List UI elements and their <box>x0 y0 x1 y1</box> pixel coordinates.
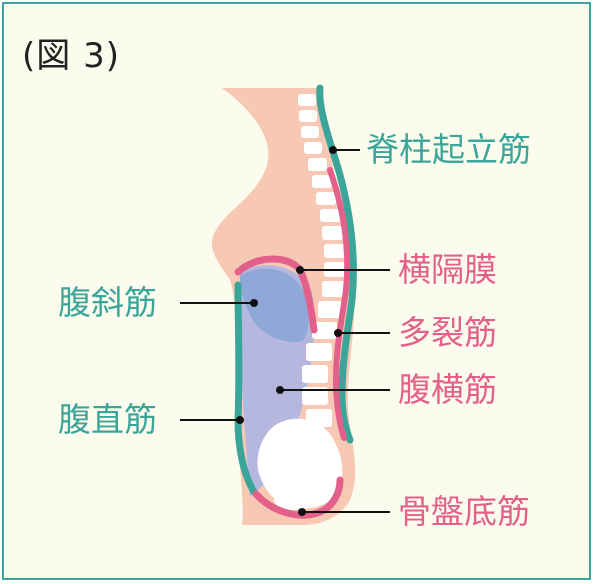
label-transversus: 腹横筋 <box>398 373 497 406</box>
label-oblique: 腹斜筋 <box>58 286 157 319</box>
label-erector-spinae: 脊柱起立筋 <box>366 133 531 166</box>
label-multifidus: 多裂筋 <box>398 316 497 349</box>
label-rectus: 腹直筋 <box>58 403 157 436</box>
label-diaphragm: 横隔膜 <box>398 253 497 286</box>
label-pelvic-floor: 骨盤底筋 <box>398 495 530 528</box>
